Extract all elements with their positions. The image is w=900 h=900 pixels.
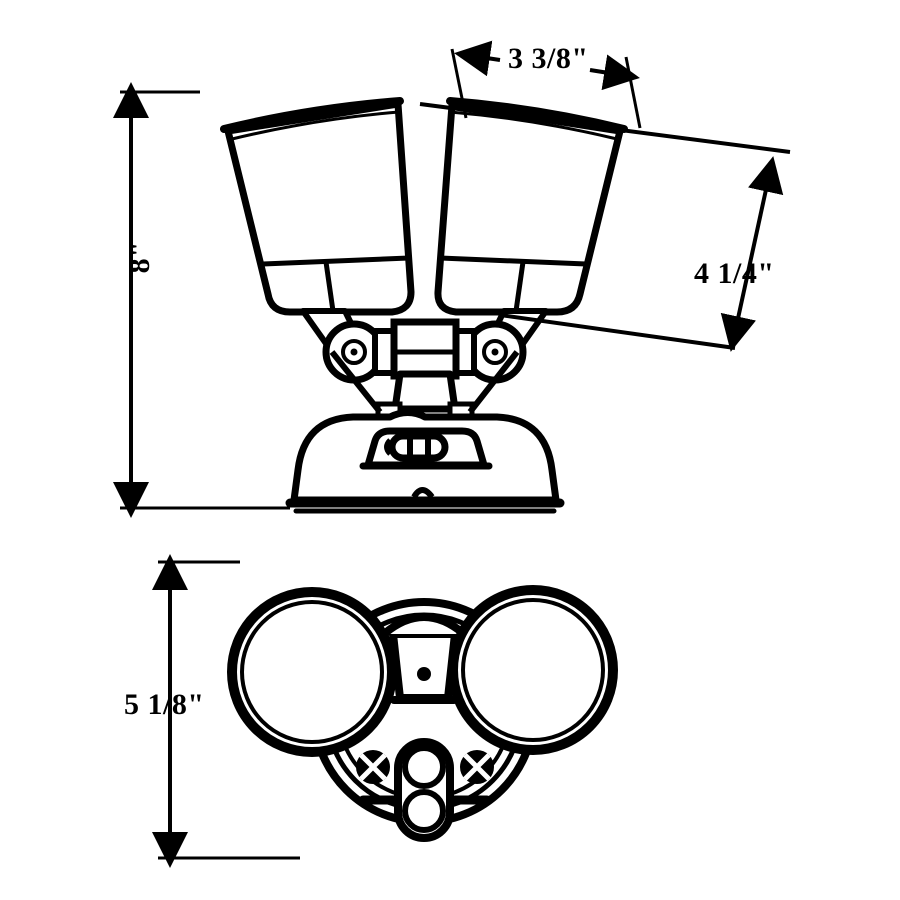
left-head-rim xyxy=(220,97,404,133)
right-head-bezel-rib xyxy=(513,261,526,312)
left-knuckle-pin xyxy=(350,348,358,356)
dim-depth-line xyxy=(720,156,784,352)
plan-left-lamp-head-inner xyxy=(240,600,384,744)
plan-sensor-lens-upper xyxy=(402,745,446,789)
dimension-height xyxy=(113,82,290,518)
left-head-shell xyxy=(224,100,415,316)
dimension-label-width: 3 3/8" xyxy=(508,42,589,75)
right-lamp-head xyxy=(434,97,628,316)
dim-depth-leader-bottom xyxy=(499,313,736,350)
right-arm-strut xyxy=(467,350,520,414)
dimension-width xyxy=(450,40,642,129)
dim-depth-leader-top xyxy=(419,102,791,154)
plan-sensor-lens-lower xyxy=(402,789,446,833)
dim-width-arrow-left xyxy=(454,40,501,77)
dim-width-ext-right xyxy=(624,56,642,129)
left-lamp-head xyxy=(220,97,415,316)
right-head-rim-inner xyxy=(448,110,619,141)
plan-screw-left xyxy=(356,750,390,784)
plan-center-pin xyxy=(417,667,431,681)
plan-screw-right-slot xyxy=(463,753,491,781)
crossbar xyxy=(390,318,460,380)
sensor-lens-arc xyxy=(384,438,392,456)
plan-knuckle-block xyxy=(381,613,467,704)
left-arm-strut xyxy=(329,350,383,414)
right-head-rim xyxy=(446,97,628,133)
right-head-bezel-line xyxy=(439,255,587,267)
dim-width-arrow-right xyxy=(589,54,640,91)
left-head-bezel-line xyxy=(262,255,410,267)
sensor-lens-body xyxy=(388,432,449,462)
center-stem xyxy=(391,370,459,413)
elevation-view xyxy=(220,97,628,514)
plan-screw-right xyxy=(460,750,494,784)
left-head-rim-inner xyxy=(230,110,401,141)
plan-knuckle-body xyxy=(389,630,459,702)
dimension-label-height: 8" xyxy=(123,240,156,274)
plan-screw-left-slot xyxy=(359,753,387,781)
dimension-depth xyxy=(419,102,791,352)
dimension-base xyxy=(152,554,300,868)
right-knuckle-pin xyxy=(491,348,499,356)
plan-right-lamp-head-inner xyxy=(461,598,605,742)
dimension-label-depth: 4 1/4" xyxy=(694,257,775,290)
plan-knuckle-cap-inner xyxy=(394,614,454,629)
plan-sensor-module xyxy=(394,738,454,842)
base-bottom-boss xyxy=(411,487,435,499)
plan-view xyxy=(227,585,618,842)
right-head-shell xyxy=(434,101,624,316)
left-head-bezel-rib xyxy=(323,261,336,312)
swivel-joint-assembly xyxy=(300,308,549,419)
dimension-label-base: 5 1/8" xyxy=(124,688,205,721)
base-housing xyxy=(285,409,565,514)
